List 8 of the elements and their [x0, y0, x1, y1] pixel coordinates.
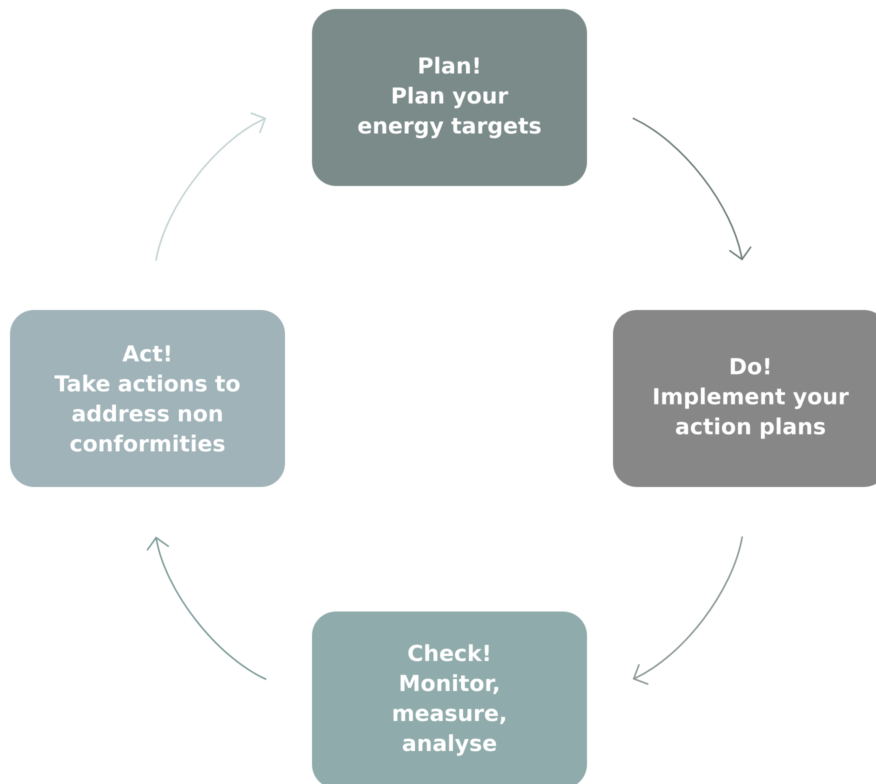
arrow [155, 112, 266, 261]
process-box: Plan! Plan your energy targets [312, 9, 587, 186]
arrow [632, 117, 752, 260]
arrow [146, 536, 267, 680]
process-box: Act! Take actions to address non conformities [10, 310, 285, 487]
process-box: Check! Monitor, measure, analyse [312, 612, 587, 784]
process-box: Do! Implement your action plans [613, 310, 876, 487]
arrow [632, 536, 744, 685]
